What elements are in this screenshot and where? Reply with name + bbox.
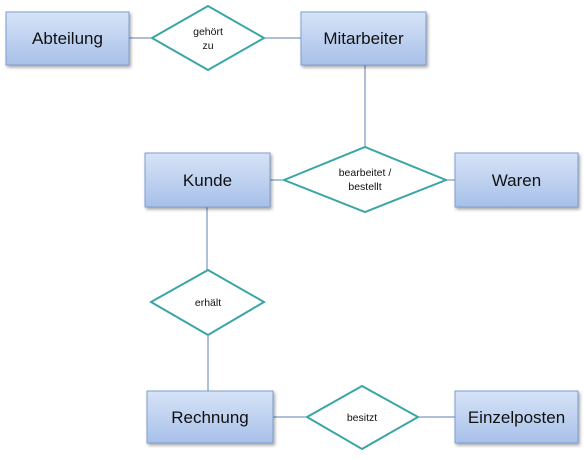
entity-kunde-label: Kunde bbox=[183, 171, 232, 190]
relationship-erhaelt: erhält bbox=[148, 268, 266, 337]
entity-abteilung-label: Abteilung bbox=[32, 29, 103, 48]
entity-rechnung: Rechnung bbox=[146, 390, 274, 444]
connectors bbox=[129, 37, 455, 418]
entity-mitarbeiter: Mitarbeiter bbox=[300, 11, 427, 66]
relationship-gehoert-zu-line1: gehört bbox=[193, 26, 223, 38]
relationship-bearbeitet-bestellt-line2: bestellt bbox=[348, 181, 381, 193]
entity-kunde: Kunde bbox=[144, 152, 271, 208]
relationship-erhaelt-label: erhält bbox=[195, 297, 221, 309]
relationship-gehoert-zu: gehört zu bbox=[149, 4, 267, 72]
entity-mitarbeiter-label: Mitarbeiter bbox=[323, 29, 404, 48]
relationship-gehoert-zu-line2: zu bbox=[202, 40, 213, 52]
relationship-bearbeitet-bestellt-line1: bearbeitet / bbox=[339, 167, 392, 179]
entity-abteilung: Abteilung bbox=[5, 11, 130, 66]
relationship-besitzt: besitzt bbox=[304, 384, 421, 451]
entity-waren-label: Waren bbox=[492, 171, 541, 190]
entity-rechnung-label: Rechnung bbox=[171, 408, 249, 427]
entity-einzelposten: Einzelposten bbox=[454, 390, 579, 444]
relationship-besitzt-label: besitzt bbox=[347, 412, 377, 424]
relationship-bearbeitet-bestellt: bearbeitet / bestellt bbox=[281, 145, 449, 214]
entity-einzelposten-label: Einzelposten bbox=[468, 408, 565, 427]
entity-waren: Waren bbox=[454, 152, 579, 208]
